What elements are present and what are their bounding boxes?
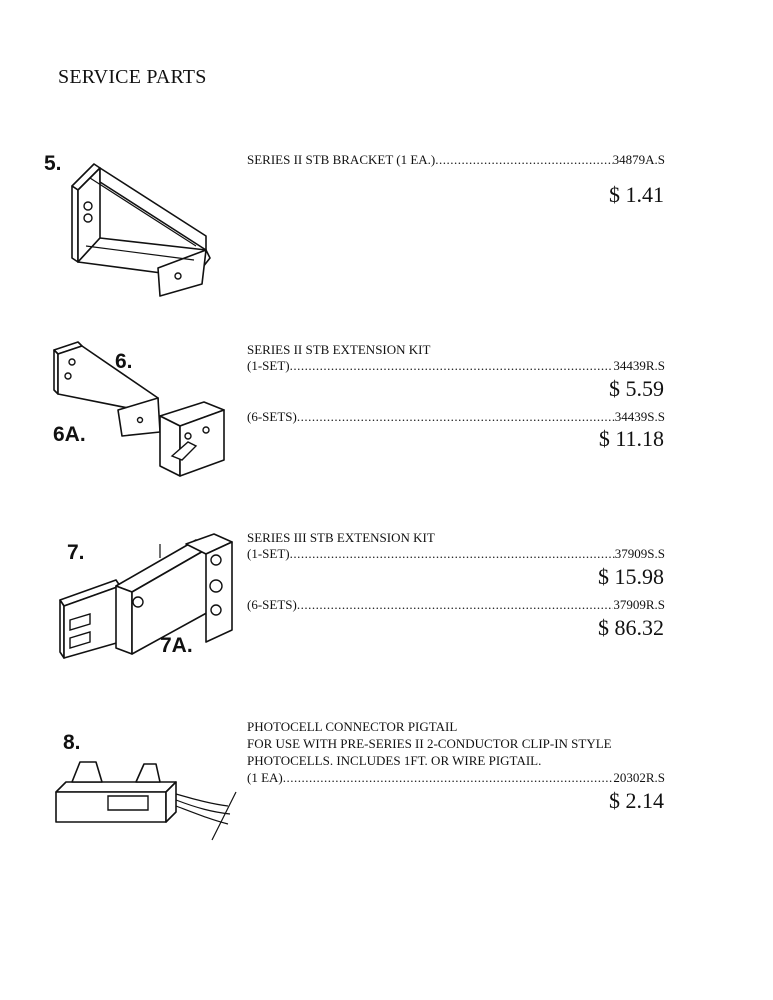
part-code: 34879A.S <box>612 152 665 167</box>
leader-dots <box>290 358 614 374</box>
part-7-price-2: $ 86.32 <box>598 615 664 640</box>
part-code: 37909S.S <box>614 546 665 561</box>
part-7-heading: SERIES III STB EXTENSION KIT <box>247 530 435 545</box>
stb-bracket-illustration <box>71 163 211 297</box>
part-6-price-2: $ 11.18 <box>598 426 664 451</box>
part-8-description-2: PHOTOCELLS. INCLUDES 1FT. OR WIRE PIGTAI… <box>247 753 542 768</box>
leader-dots <box>297 409 615 425</box>
part-7-line-1: (1-SET) 37909S.S <box>247 546 665 562</box>
leader-dots <box>290 546 615 562</box>
part-label: (6-SETS) <box>247 409 297 424</box>
part-6-line-1: (1-SET) 34439R.S <box>247 358 665 374</box>
part-number-8: 8. <box>63 731 81 754</box>
part-number-6a: 6A. <box>53 423 86 446</box>
part-7-price-1: $ 15.98 <box>598 564 664 589</box>
part-label: (1-SET) <box>247 546 290 561</box>
photocell-pigtail-illustration <box>55 761 237 841</box>
part-label: (1 EA) <box>247 770 283 785</box>
part-8-price-1: $ 2.14 <box>609 788 664 813</box>
part-8-description-1: FOR USE WITH PRE-SERIES II 2-CONDUCTOR C… <box>247 736 612 751</box>
extension-kit-illustration <box>53 341 225 477</box>
leader-dots <box>435 152 612 168</box>
part-6-price-1: $ 5.59 <box>609 376 664 401</box>
leader-dots <box>283 770 614 786</box>
part-code: 37909R.S <box>613 597 665 612</box>
page-title: SERVICE PARTS <box>58 66 207 88</box>
part-number-5: 5. <box>44 152 62 175</box>
part-label: (1-SET) <box>247 358 290 373</box>
part-number-7a: 7A. <box>160 634 193 657</box>
series-iii-extension-illustration <box>59 533 233 659</box>
part-7-line-2: (6-SETS) 37909R.S <box>247 597 665 613</box>
part-label: SERIES II STB BRACKET (1 EA.) <box>247 152 436 167</box>
part-number-6: 6. <box>115 350 133 373</box>
part-6-heading: SERIES II STB EXTENSION KIT <box>247 342 431 357</box>
part-6-line-2: (6-SETS) 34439S.S <box>247 409 665 425</box>
part-8-heading: PHOTOCELL CONNECTOR PIGTAIL <box>247 719 458 734</box>
part-code: 20302R.S <box>613 770 665 785</box>
part-8-line-1: (1 EA) 20302R.S <box>247 770 665 786</box>
part-5-line-1: SERIES II STB BRACKET (1 EA.) 34879A.S <box>247 152 665 168</box>
part-code: 34439R.S <box>613 358 665 373</box>
part-5-price-1: $ 1.41 <box>609 182 664 207</box>
leader-dots <box>297 597 614 613</box>
part-label: (6-SETS) <box>247 597 297 612</box>
part-number-7: 7. <box>67 541 85 564</box>
part-code: 34439S.S <box>614 409 665 424</box>
